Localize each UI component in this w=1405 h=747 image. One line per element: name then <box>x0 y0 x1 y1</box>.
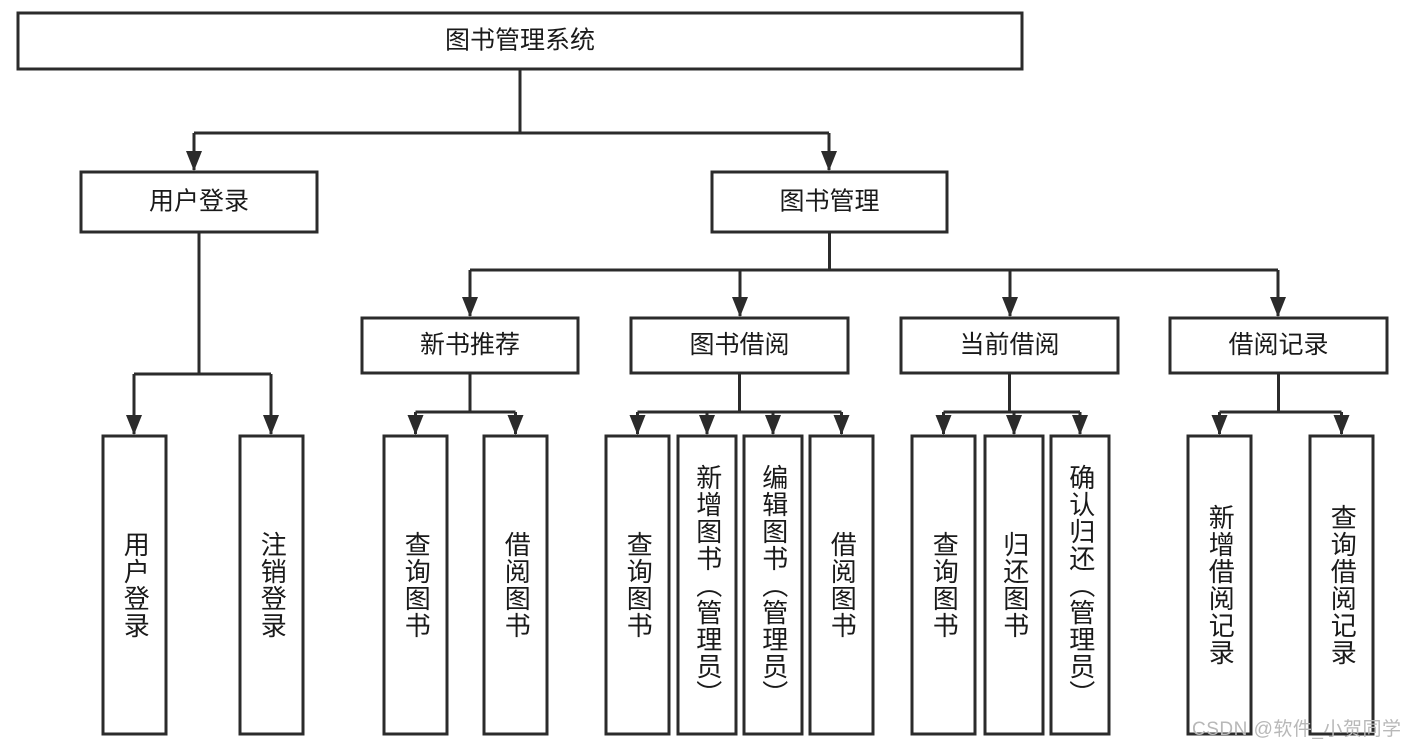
node-leaf-查询图书-8[interactable] <box>910 434 977 736</box>
node-leaf-新增图书管理员-5[interactable] <box>676 434 738 736</box>
arrow-head-icon-leaf-图书借阅-0 <box>629 415 646 435</box>
node-leaf-新增借阅记录-11[interactable] <box>1186 434 1253 736</box>
node-leaf-查询图书-4[interactable] <box>604 434 671 736</box>
arrow-head-icon-books-2 <box>1002 297 1018 317</box>
connectors-layer <box>126 69 1350 435</box>
node-leaf-借阅图书-7[interactable] <box>808 434 875 736</box>
node-leaf-确认归还管理员-10[interactable] <box>1049 434 1111 736</box>
node-leaf-查询借阅记录-12[interactable] <box>1308 434 1375 736</box>
node-l3-当前借阅[interactable] <box>899 316 1120 375</box>
node-l3-label-新书推荐: 新书推荐 <box>420 331 520 359</box>
node-leaf-编辑图书管理员-6[interactable] <box>742 434 804 736</box>
csdn-watermark: CSDN @软件_小贺同学 <box>1192 719 1402 740</box>
node-l2-label-图书管理: 图书管理 <box>779 188 879 216</box>
arrow-head-icon-leaf-图书借阅-2 <box>765 415 781 435</box>
arrow-head-icon-login-0 <box>126 415 142 435</box>
node-l3-label-借阅记录: 借阅记录 <box>1228 331 1328 359</box>
arrow-head-icon-leaf-图书借阅-1 <box>699 415 715 435</box>
node-l2-label-用户登录: 用户登录 <box>149 188 249 216</box>
arrow-head-icon-books-0 <box>462 297 478 317</box>
arrow-head-icon-leaf-当前借阅-1 <box>1006 415 1022 435</box>
arrow-head-icon-login-1 <box>263 415 279 435</box>
arrow-head-icon-leaf-借阅记录-0 <box>1211 415 1228 435</box>
node-l3-新书推荐[interactable] <box>360 316 580 375</box>
node-leaf-用户登录-0[interactable] <box>101 434 168 736</box>
node-l2-图书管理[interactable] <box>710 170 949 234</box>
node-leaf-查询图书-2[interactable] <box>382 434 449 736</box>
arrow-head-icon-leaf-当前借阅-0 <box>935 415 952 435</box>
node-l3-图书借阅[interactable] <box>629 316 850 375</box>
arrow-head-icon-leaf-当前借阅-2 <box>1072 415 1088 435</box>
node-l2-用户登录[interactable] <box>79 170 319 234</box>
arrow-head-icon-books-3 <box>1270 297 1286 317</box>
node-leaf-注销登录-1[interactable] <box>238 434 305 736</box>
arrow-head-icon-books-1 <box>732 297 748 317</box>
arrow-head-icon-root-0 <box>186 151 202 171</box>
arrow-head-icon-leaf-新书推荐-1 <box>507 415 524 435</box>
node-l3-label-当前借阅: 当前借阅 <box>959 331 1059 359</box>
arrow-head-icon-leaf-图书借阅-3 <box>833 415 850 435</box>
node-l3-label-图书借阅: 图书借阅 <box>689 331 789 359</box>
node-leaf-归还图书-9[interactable] <box>983 434 1045 736</box>
node-leaf-借阅图书-3[interactable] <box>482 434 549 736</box>
node-root-图书管理系统[interactable] <box>16 11 1024 71</box>
node-root-label: 图书管理系统 <box>445 27 595 55</box>
node-l3-借阅记录[interactable] <box>1168 316 1389 375</box>
arrow-head-icon-leaf-新书推荐-0 <box>407 415 424 435</box>
arrow-head-icon-leaf-借阅记录-1 <box>1333 415 1350 435</box>
arrow-head-icon-root-1 <box>821 151 837 171</box>
boxes-layer <box>16 11 1389 736</box>
